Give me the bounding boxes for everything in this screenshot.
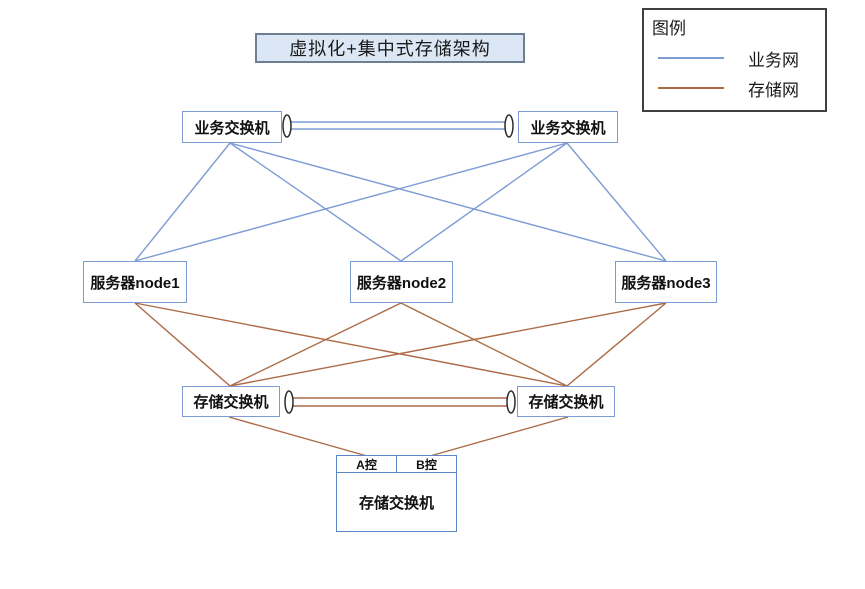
edge-business-net (229, 142, 402, 262)
controller-b: B控 (397, 455, 457, 473)
edge-storage-net (134, 302, 231, 387)
link-connector-ellipse (504, 114, 514, 138)
link-connector-ellipse (506, 390, 516, 414)
legend: 图例 业务网 存储网 (642, 8, 827, 112)
edge-storage-net (566, 302, 667, 387)
node-business-switch-left: 业务交换机 (182, 111, 282, 143)
node-server-node2: 服务器node2 (350, 261, 453, 303)
node-server-node1: 服务器node1 (83, 261, 187, 303)
node-server-node3: 服务器node3 (615, 261, 717, 303)
legend-label-business: 业务网 (748, 50, 799, 70)
business-net-line-swatch (658, 57, 724, 59)
node-storage-switch-left: 存储交换机 (182, 386, 280, 417)
node-storage-array: A控 B控 存储交换机 (336, 455, 457, 532)
legend-label-storage: 存储网 (748, 80, 799, 100)
controller-row: A控 B控 (336, 455, 457, 473)
edge-business-net (134, 142, 568, 262)
legend-title: 图例 (652, 19, 686, 38)
legend-item-storage: 存储网 (644, 73, 825, 103)
diagram-title: 虚拟化+集中式存储架构 (255, 33, 525, 63)
edge-storage-net (429, 416, 569, 457)
link-connector-ellipse (282, 114, 292, 138)
edge-business-net (400, 142, 568, 262)
storage-net-line-swatch (658, 87, 724, 89)
node-storage-switch-right: 存储交换机 (517, 386, 615, 417)
edge-storage-net (134, 302, 568, 387)
link-connector-ellipse (284, 390, 294, 414)
edge-storage-net (400, 302, 568, 387)
edge-business-net (134, 142, 231, 262)
edge-storage-net (229, 302, 402, 387)
edge-business-net (566, 142, 667, 262)
node-business-switch-right: 业务交换机 (518, 111, 618, 143)
legend-item-business: 业务网 (644, 43, 825, 73)
storage-array-label: 存储交换机 (336, 473, 457, 532)
edge-storage-net (228, 416, 368, 457)
edge-business-net (229, 142, 667, 262)
controller-a: A控 (336, 455, 397, 473)
edge-storage-net (229, 302, 667, 387)
